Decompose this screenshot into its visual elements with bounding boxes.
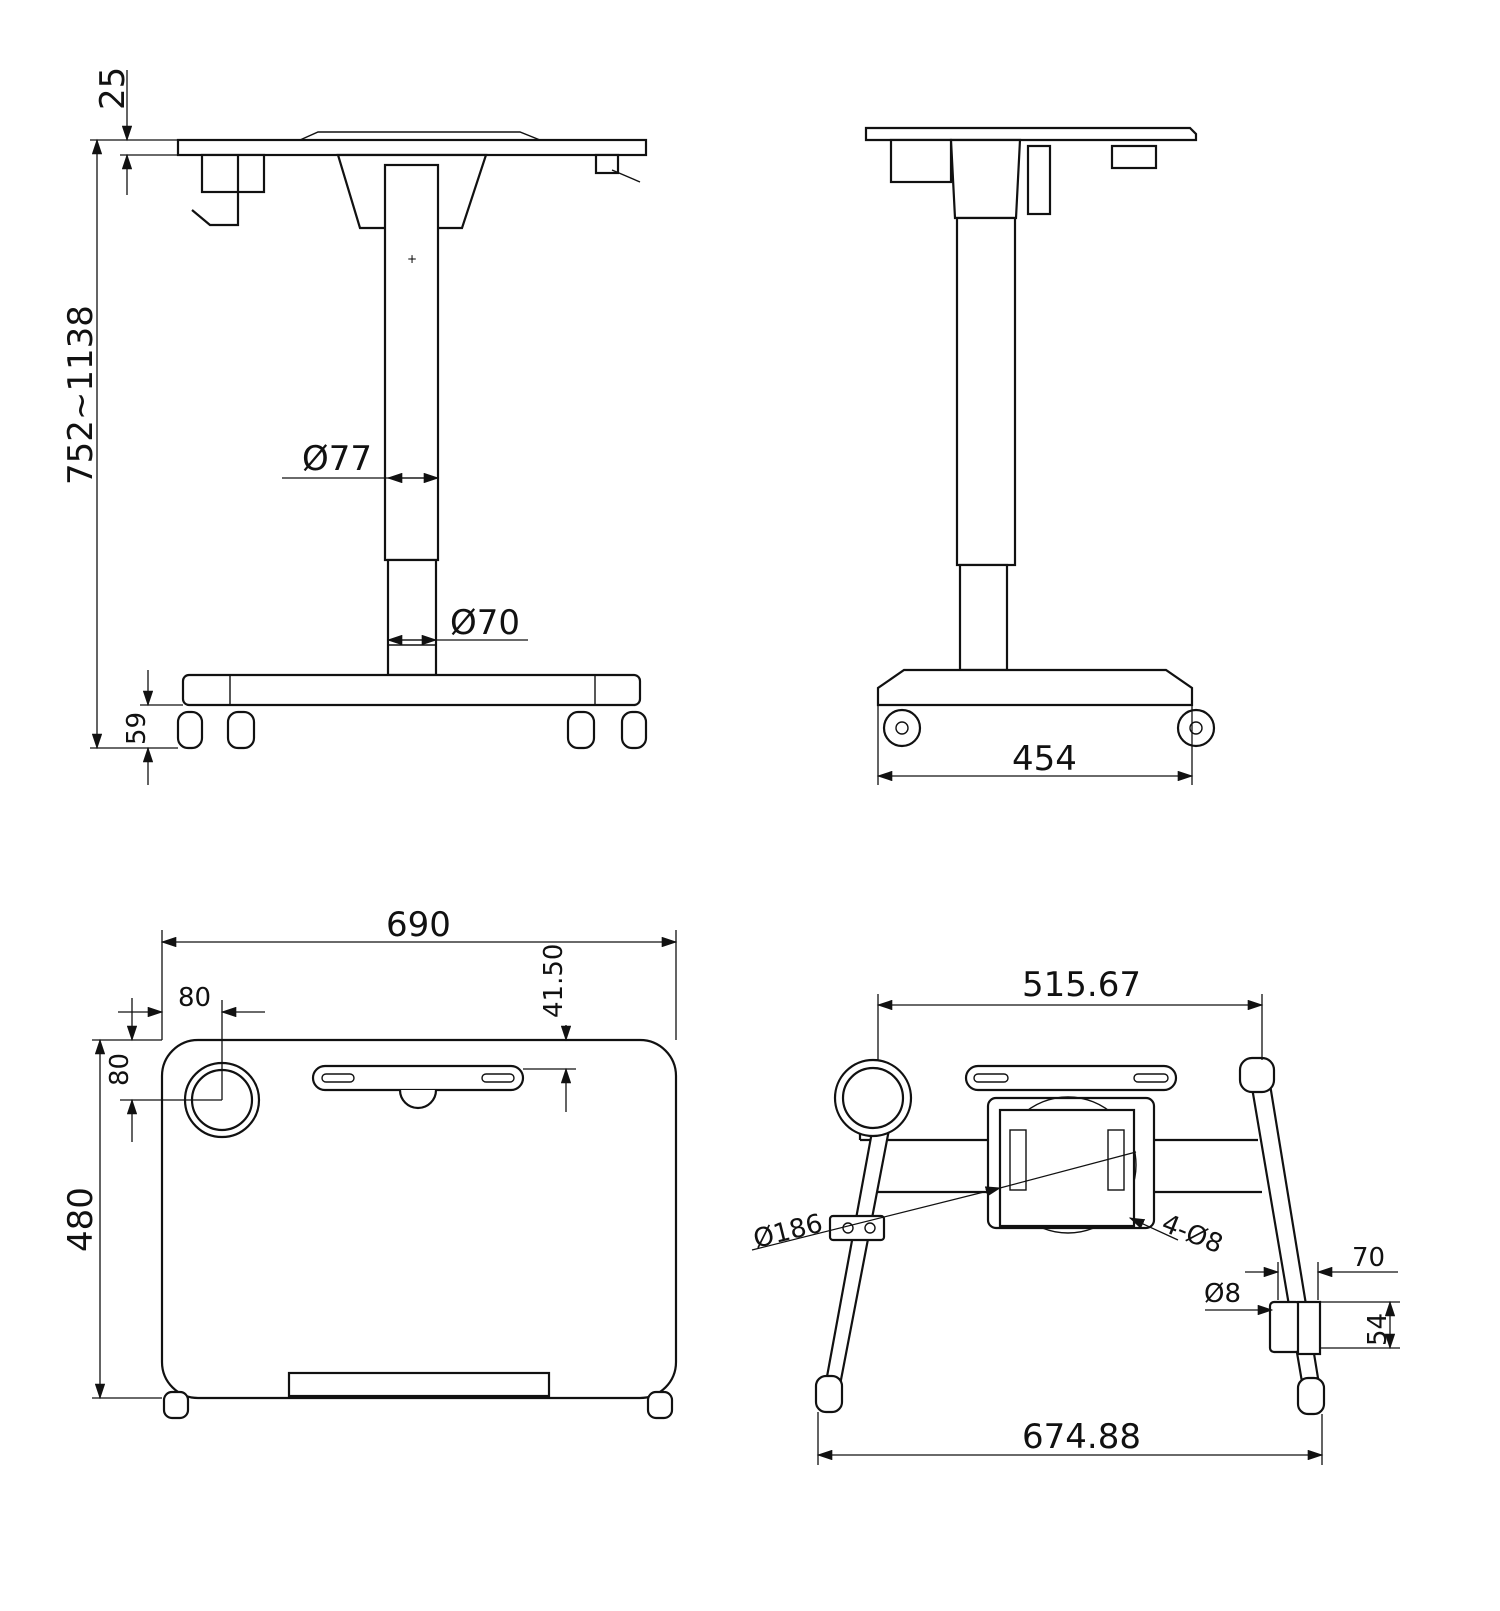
dim-lower-column-diameter: Ø70 [450, 603, 520, 643]
dim-handle-offset: 41.50 [539, 944, 569, 1018]
left-leg [824, 1108, 894, 1387]
base-front [181, 673, 642, 707]
upper-column-side [955, 216, 1017, 567]
dim-cup-offset-x: 80 [178, 983, 211, 1013]
lower-column-side [958, 563, 1009, 672]
dim-caster-plate-height: 54 [1363, 1313, 1393, 1346]
dim-mount-holes: 4-Ø8 [1157, 1209, 1227, 1260]
footrest-bar [287, 1371, 551, 1398]
desktop-side [864, 126, 1198, 142]
dim-turntable-diameter: Ø186 [750, 1209, 825, 1255]
dim-caster-hole: Ø8 [1204, 1279, 1241, 1309]
column-bracket-side [949, 138, 1022, 220]
inner-plate [998, 1108, 1136, 1228]
dim-desk-depth: 480 [61, 1187, 101, 1252]
side-view: 454 [864, 126, 1216, 785]
dim-top-thickness: 25 [93, 67, 133, 110]
dim-height-range: 752~1138 [61, 305, 101, 485]
casters-front [176, 710, 648, 750]
dim-caster-plate-width: 70 [1352, 1243, 1385, 1273]
dim-desk-width: 690 [386, 905, 451, 945]
lower-column [386, 558, 438, 677]
control-paddle [594, 153, 620, 175]
desktop-top [160, 1038, 678, 1400]
dim-base-height: 59 [122, 712, 152, 745]
dim-leg-span-bottom: 674.88 [1022, 1417, 1141, 1457]
svg-text:+: + [407, 252, 417, 266]
top-view: 690 80 80 41.50 480 [61, 905, 678, 1420]
cup-holder-bottom [833, 1058, 913, 1138]
bottom-view: 515.67 Ø186 4-Ø8 70 Ø8 54 674.88 [750, 965, 1400, 1465]
base-side [876, 668, 1194, 707]
dim-base-width: 454 [1012, 739, 1077, 779]
upper-column [383, 163, 440, 562]
front-view: + 25 752~1138 Ø77 Ø70 59 [61, 67, 648, 785]
dim-leg-span-top: 515.67 [1022, 965, 1141, 1005]
dim-upper-column-diameter: Ø77 [302, 439, 372, 479]
desktop-front [176, 138, 648, 157]
handle-slot [311, 1064, 525, 1092]
cup-holder [200, 153, 266, 194]
dim-cup-offset-y: 80 [105, 1053, 135, 1086]
